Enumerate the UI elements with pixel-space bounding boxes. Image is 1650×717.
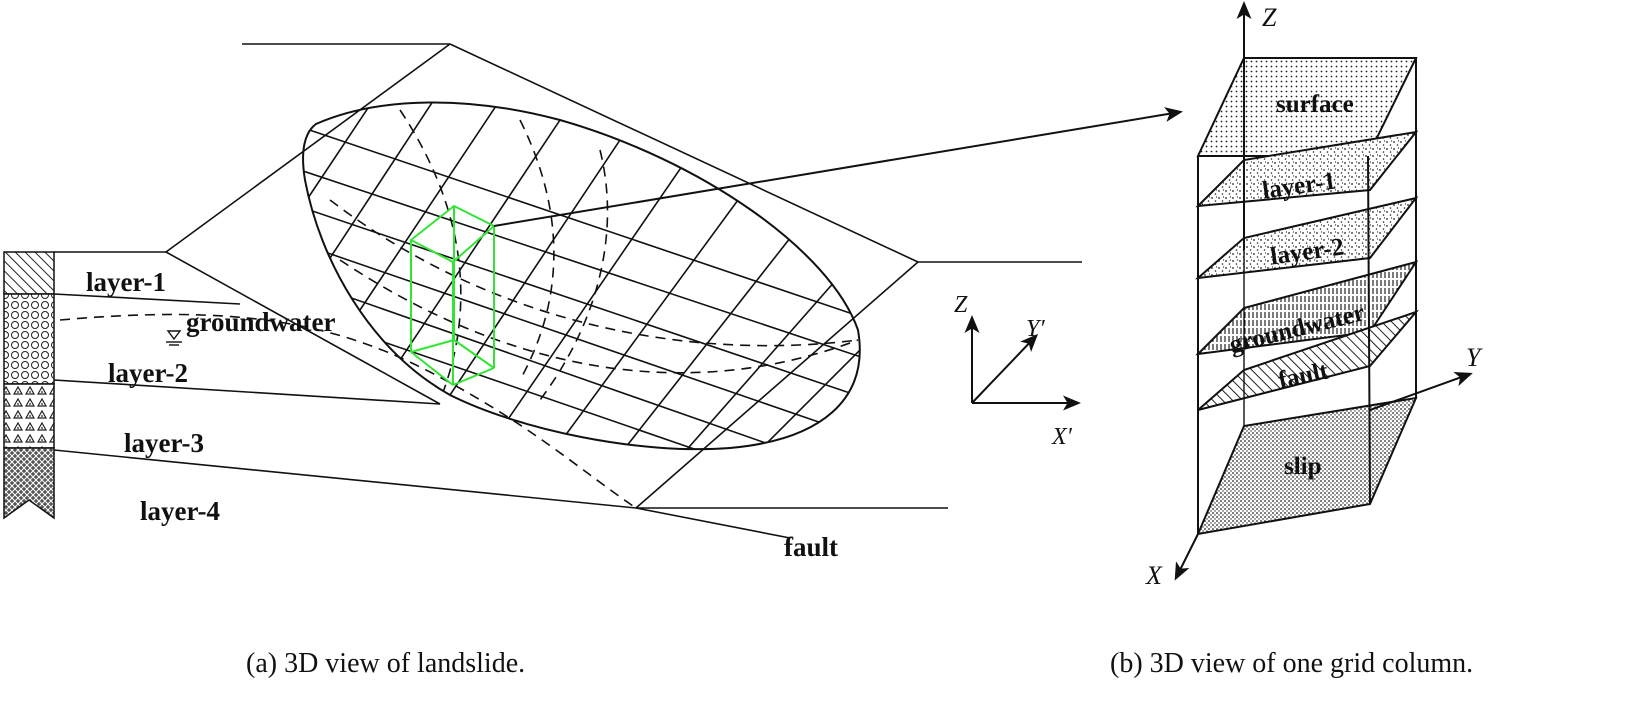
slope-surface [165, 43, 1082, 509]
axis-label-y: Y [1466, 343, 1483, 372]
global-axes: Z Y X [1145, 1, 1483, 590]
panel-b-grid-column: Z Y X surface layer-1 layer-2 groundwate… [1110, 1, 1483, 679]
caption-a: (a) 3D view of landslide. [246, 648, 525, 679]
axis-label-x-prime: X′ [1051, 424, 1073, 450]
label-fault: fault [784, 532, 838, 562]
local-axes-triad: Z Y′ X′ [954, 292, 1081, 450]
axis-label-z: Z [1262, 3, 1277, 32]
highlighted-grid-column [409, 204, 496, 386]
landslide-body [302, 101, 861, 451]
label-layer-2: layer-2 [108, 358, 188, 388]
label-layer-3: layer-3 [124, 428, 204, 458]
axis-label-z-prime: Z [954, 292, 968, 318]
strata-lines [53, 251, 948, 539]
water-table-symbol [166, 330, 182, 346]
panel-a-landslide: layer-1 groundwater layer-2 layer-3 laye… [3, 43, 1183, 679]
caption-b: (b) 3D view of one grid column. [1110, 648, 1473, 679]
label-slice-slip: slip [1284, 453, 1322, 480]
stratigraphic-column [3, 251, 55, 520]
axis-label-y-prime: Y′ [1026, 316, 1045, 342]
label-groundwater: groundwater [186, 307, 336, 337]
label-layer-4: layer-4 [140, 496, 220, 526]
axis-label-x: X [1145, 561, 1163, 590]
label-surface: surface [1276, 91, 1354, 118]
zoom-pointer-arrow [493, 107, 1183, 227]
label-layer-1: layer-1 [86, 267, 166, 297]
